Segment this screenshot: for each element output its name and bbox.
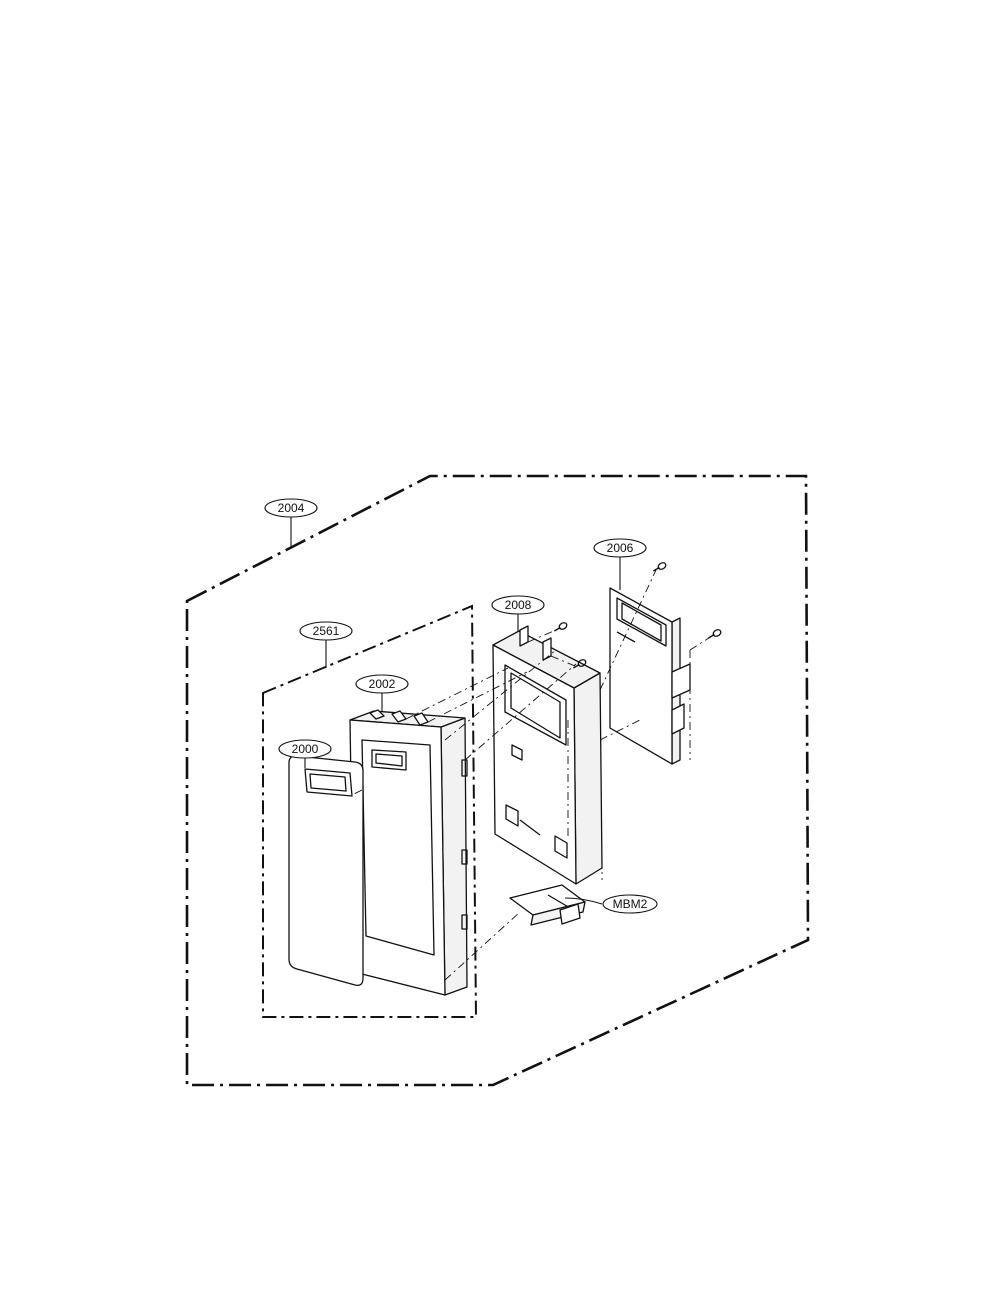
label-2004: 2004 <box>264 498 318 518</box>
label-2561-text: 2561 <box>313 624 340 638</box>
choke-frame-part <box>492 625 603 885</box>
outer-assembly-boundary <box>185 474 810 1087</box>
leader-lines <box>290 517 621 905</box>
screw-icon <box>554 622 568 632</box>
door-frame-part <box>349 709 468 996</box>
label-2008-text: 2008 <box>505 598 532 612</box>
label-2006: 2006 <box>593 538 647 558</box>
door-panel-part <box>288 755 364 986</box>
screw-icon <box>653 562 667 572</box>
label-2008: 2008 <box>491 595 545 615</box>
screw-icon <box>708 629 722 639</box>
alignment-lines <box>351 569 713 981</box>
label-mbm2: MBM2 <box>602 894 658 914</box>
label-2000: 2000 <box>278 739 332 759</box>
hinge-part <box>509 884 586 926</box>
label-2000-text: 2000 <box>292 742 319 756</box>
label-2006-text: 2006 <box>607 541 634 555</box>
label-2004-text: 2004 <box>278 501 305 515</box>
pcb-panel-part <box>609 587 691 765</box>
screw-icons <box>554 562 722 669</box>
screw-icon <box>573 659 587 669</box>
label-mbm2-text: MBM2 <box>613 897 648 911</box>
label-2561: 2561 <box>299 621 353 641</box>
label-2002-text: 2002 <box>369 677 396 691</box>
label-2002: 2002 <box>355 674 409 694</box>
inner-assembly-boundary <box>262 604 478 1018</box>
